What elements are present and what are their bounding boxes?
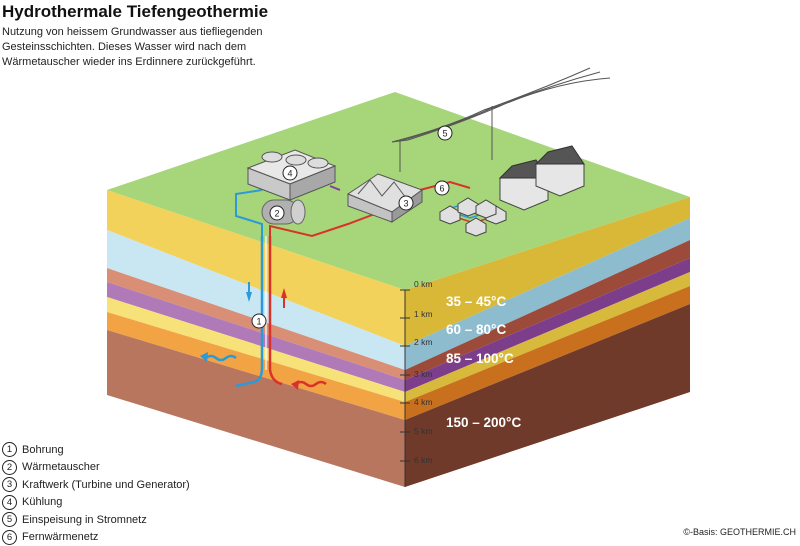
legend-item: 2 Wärmetauscher (2, 459, 190, 477)
marker-1-label: 1 (256, 317, 261, 327)
temperature-label: 60 – 80°C (446, 322, 506, 337)
marker-2: 2 (270, 206, 284, 220)
marker-4: 4 (283, 166, 297, 180)
legend-label: Kraftwerk (Turbine und Generator) (22, 479, 190, 491)
legend-label: Wärmetauscher (22, 461, 100, 473)
legend-number: 5 (2, 512, 17, 527)
legend-number: 1 (2, 442, 17, 457)
depth-label: 0 km (414, 279, 432, 289)
depth-label: 6 km (414, 455, 432, 465)
credit-text: ©-Basis: GEOTHERMIE.CH (683, 527, 796, 537)
temperature-label: 35 – 45°C (446, 294, 506, 309)
marker-5: 5 (438, 126, 452, 140)
legend-number: 2 (2, 460, 17, 475)
legend-item: 5 Einspeisung in Stromnetz (2, 511, 190, 529)
marker-6-label: 6 (439, 184, 444, 194)
legend-number: 4 (2, 495, 17, 510)
depth-label: 2 km (414, 337, 432, 347)
legend-item: 4 Kühlung (2, 494, 190, 512)
marker-3-label: 3 (403, 199, 408, 209)
legend-label: Kühlung (22, 496, 62, 508)
depth-label: 4 km (414, 397, 432, 407)
marker-2-label: 2 (274, 209, 279, 219)
legend-label: Bohrung (22, 444, 64, 456)
marker-4-label: 4 (287, 169, 292, 179)
legend-number: 3 (2, 477, 17, 492)
temperature-label: 150 – 200°C (446, 415, 521, 430)
depth-label: 5 km (414, 426, 432, 436)
depth-label: 3 km (414, 369, 432, 379)
marker-1: 1 (252, 314, 266, 328)
marker-3: 3 (399, 196, 413, 210)
legend-item: 1 Bohrung (2, 441, 190, 459)
legend-label: Einspeisung in Stromnetz (22, 514, 147, 526)
temperature-label: 85 – 100°C (446, 351, 514, 366)
legend-item: 3 Kraftwerk (Turbine und Generator) (2, 476, 190, 494)
depth-label: 1 km (414, 309, 432, 319)
marker-6: 6 (435, 181, 449, 195)
legend-label: Fernwärmenetz (22, 531, 98, 543)
marker-5-label: 5 (442, 129, 447, 139)
legend: 1 Bohrung 2 Wärmetauscher 3 Kraftwerk (Turb… (2, 441, 190, 546)
